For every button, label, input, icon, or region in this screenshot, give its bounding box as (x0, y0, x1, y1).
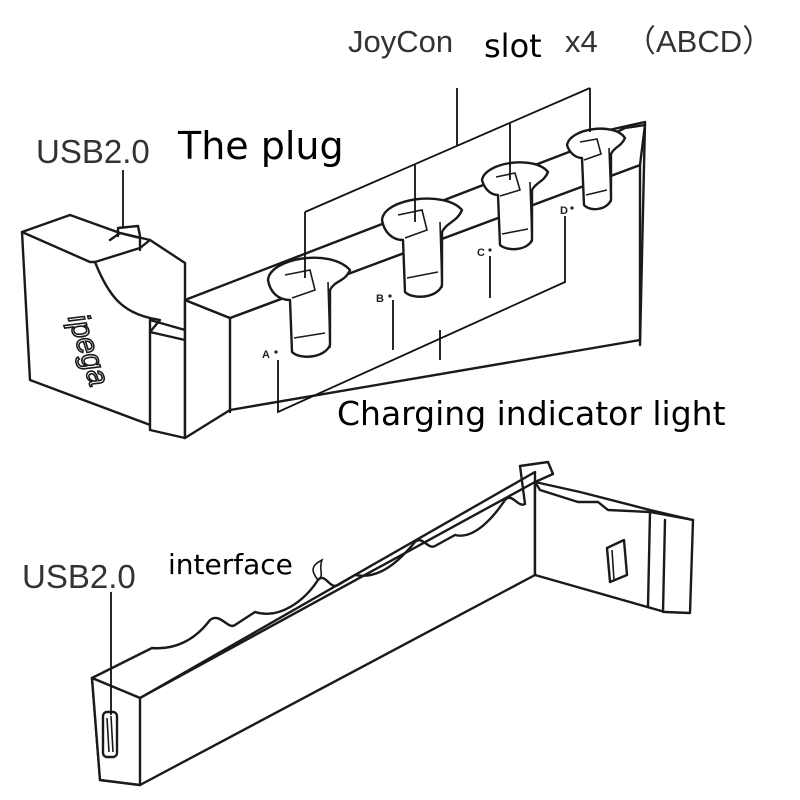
dock-end-notch (93, 231, 152, 264)
dock-bottom-view (90, 460, 695, 787)
label-charging-indicator: Charging indicator light (337, 394, 726, 433)
dock-top-view: ipega A B C D (20, 87, 647, 440)
indicator-letter-b: B (376, 293, 384, 305)
base-top-edge (90, 460, 555, 680)
indicator-letter-d: D (560, 205, 568, 217)
label-the-plug: The plug (178, 124, 344, 168)
label-slot-count: x4 (565, 24, 598, 59)
slot-b (380, 197, 464, 298)
indicator-letter-a: A (262, 349, 270, 361)
indicator-leader-lines (277, 216, 566, 414)
label-slot: slot (484, 27, 542, 65)
slot-leader-lines (304, 87, 591, 278)
dock-bar-right-end (598, 120, 647, 347)
label-interface: interface (168, 548, 293, 581)
slot-d (565, 127, 627, 211)
label-usb-interface: USB2.0 (22, 558, 136, 595)
indicator-letter-c: C (477, 247, 485, 259)
slot-a (266, 256, 352, 358)
usb-plug-tab (116, 224, 142, 238)
label-usb-plug: USB2.0 (36, 133, 150, 170)
dock-end-block-side (20, 213, 187, 440)
label-joycon: JoyCon (348, 24, 454, 59)
slot-c (480, 161, 550, 251)
usb-plug-connector (605, 538, 629, 584)
usb-port (101, 710, 119, 759)
interface-leader-curl (312, 558, 324, 581)
base-inner-edge (138, 480, 537, 700)
label-slot-ids: （ABCD） (625, 24, 774, 59)
